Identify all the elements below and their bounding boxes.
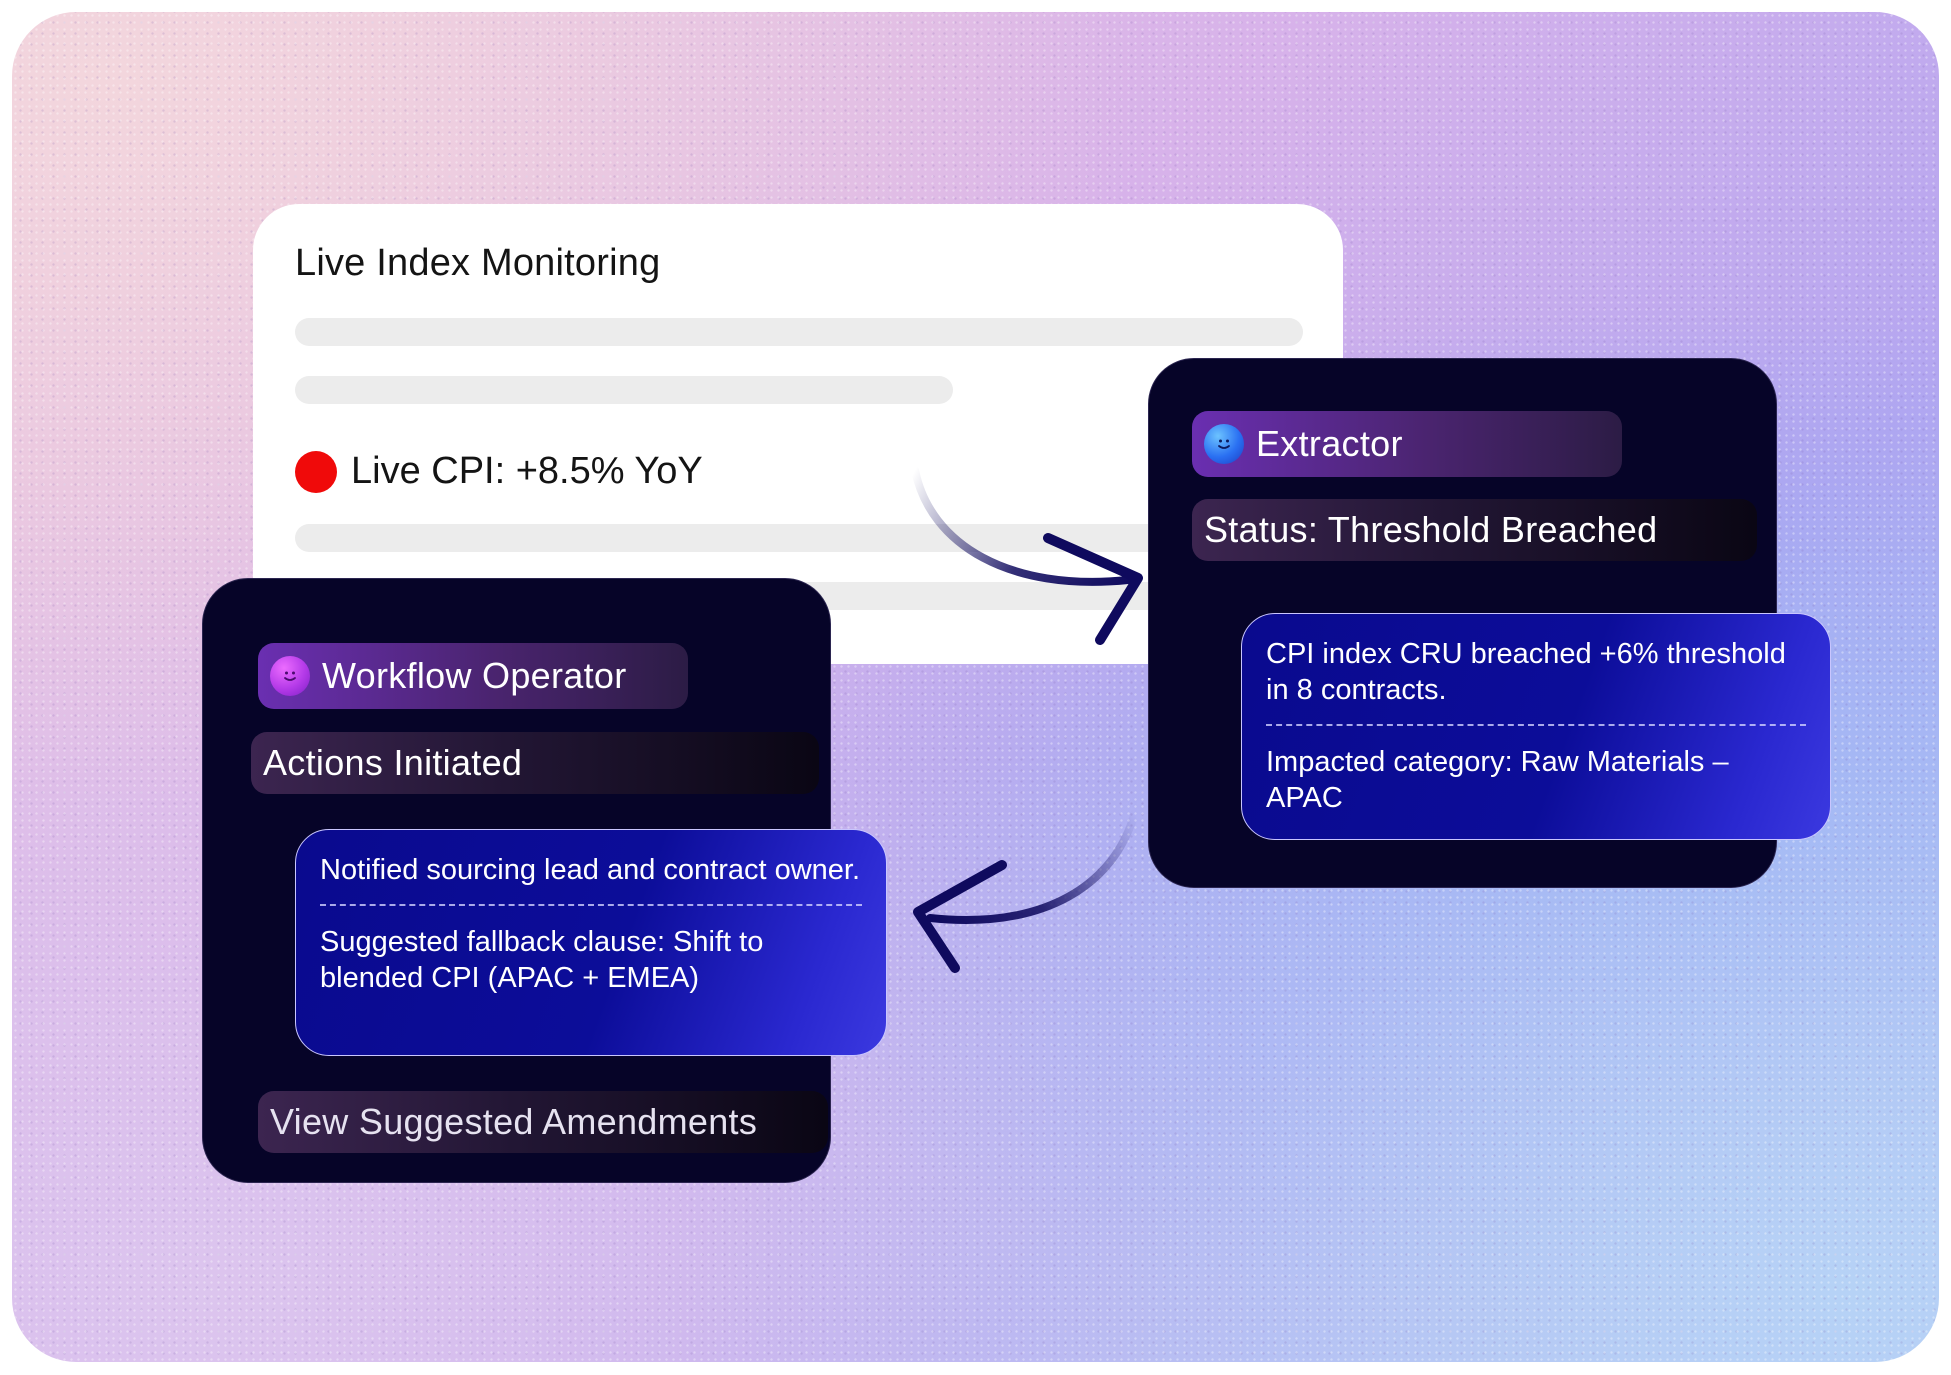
operator-message-1: Notified sourcing lead and contract owne… — [320, 854, 861, 886]
skeleton-line — [295, 524, 1175, 552]
extractor-agent-header: Extractor — [1192, 411, 1622, 477]
message-divider — [1266, 724, 1806, 726]
operator-agent-name: Workflow Operator — [322, 655, 627, 696]
live-cpi-row: Live CPI: +8.5% YoY — [295, 450, 703, 493]
skeleton-line — [295, 318, 1303, 346]
live-cpi-value: Live CPI: +8.5% YoY — [351, 450, 703, 492]
operator-message-box: Notified sourcing lead and contract owne… — [295, 829, 887, 1056]
monitor-title: Live Index Monitoring — [295, 242, 661, 284]
smiley-face-icon — [270, 656, 310, 696]
message-divider — [320, 904, 862, 906]
view-suggested-amendments-button[interactable]: View Suggested Amendments — [258, 1091, 828, 1153]
extractor-agent-name: Extractor — [1256, 423, 1403, 464]
extractor-message-box: CPI index CRU breached +6% threshold in … — [1241, 613, 1831, 840]
live-status-dot-icon — [295, 450, 337, 493]
extractor-message-1: CPI index CRU breached +6% threshold in … — [1266, 638, 1786, 706]
extractor-status-bar: Status: Threshold Breached — [1192, 499, 1757, 561]
operator-agent-header: Workflow Operator — [258, 643, 688, 709]
operator-message-2: Suggested fallback clause: Shift to blen… — [320, 926, 764, 994]
operator-status-bar: Actions Initiated — [251, 732, 819, 794]
smiley-face-icon — [1204, 424, 1244, 464]
extractor-message-2: Impacted category: Raw Materials – APAC — [1266, 746, 1729, 814]
skeleton-line — [295, 376, 953, 404]
